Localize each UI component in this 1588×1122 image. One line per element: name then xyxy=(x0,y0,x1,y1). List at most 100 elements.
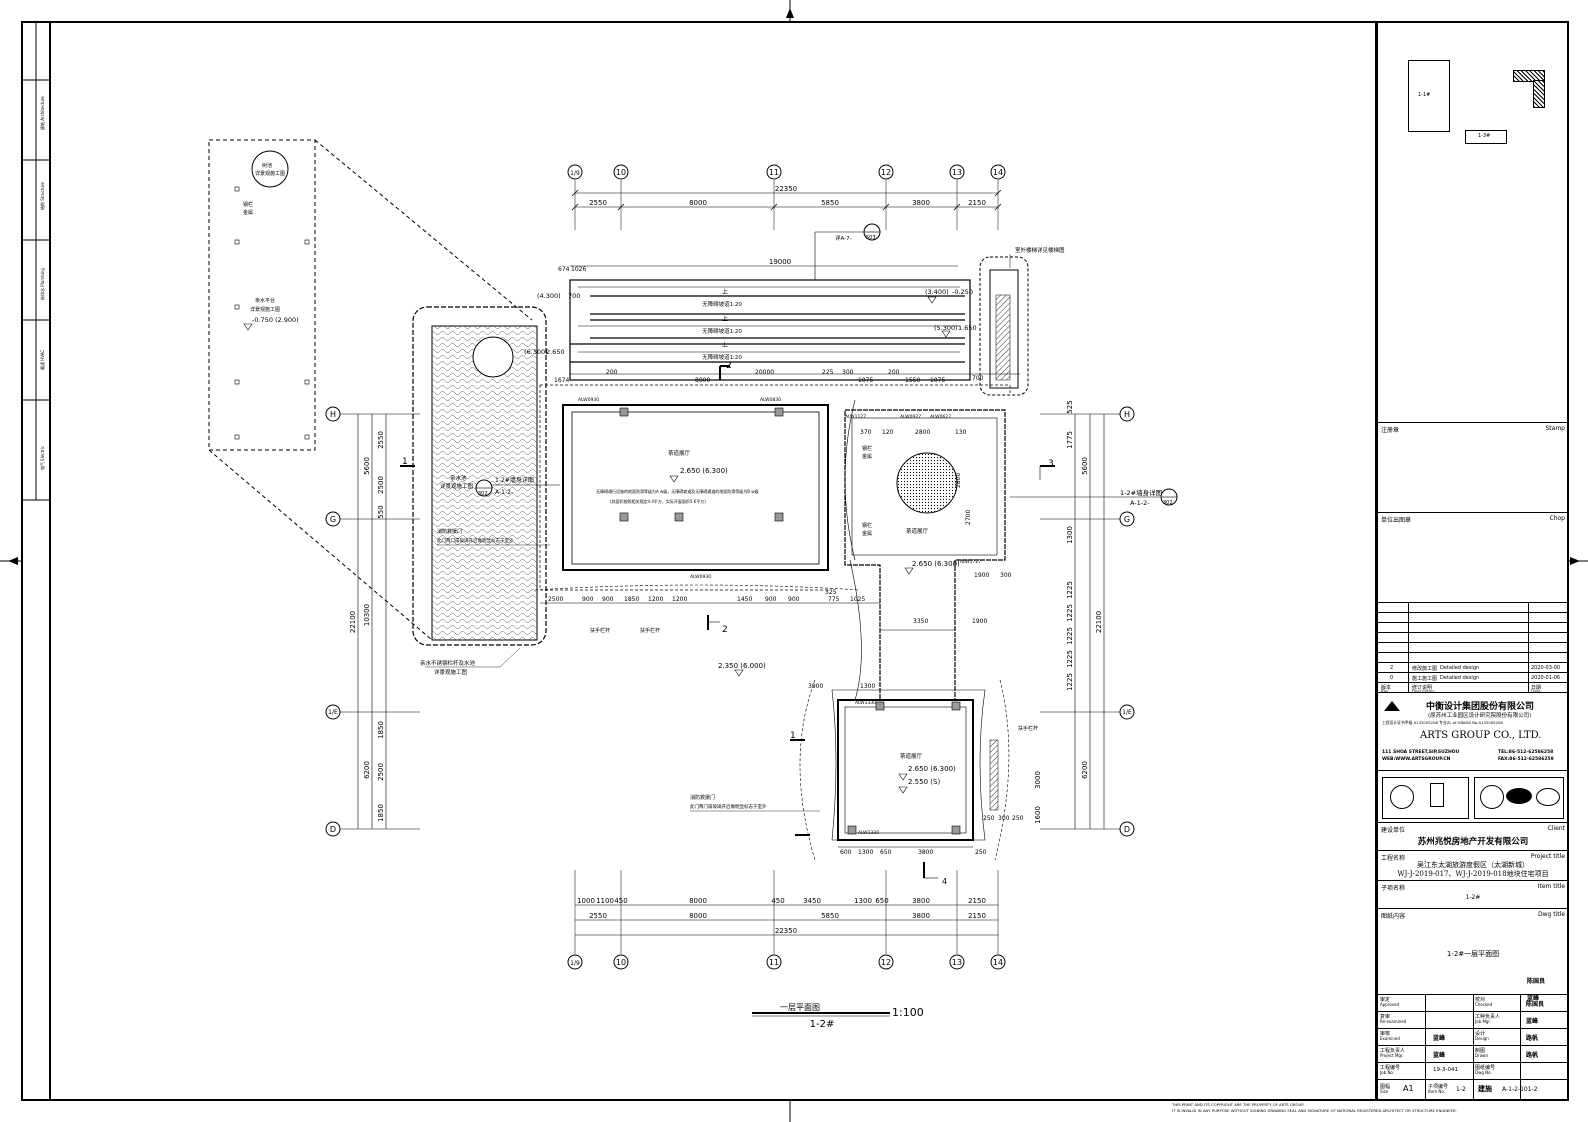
column-axes-top: 1/9 10 11 12 13 14 xyxy=(567,164,1006,180)
item-en: Item title xyxy=(1537,883,1565,890)
drawing-title-block: 一层平面图 1-2# 1:100 xyxy=(752,1003,924,1030)
project-row: 工程名称 Project title 吴江东太湖旅游度假区（太湖新城） WJ-J… xyxy=(1378,850,1568,880)
window-code-3: ALW0930 xyxy=(690,574,711,580)
inset-fence-b: 金属 xyxy=(243,209,253,216)
jobno: 19-3-041 xyxy=(1433,1067,1458,1073)
drawing-subtitle: 1-2# xyxy=(810,1019,835,1030)
left-dim-6: 1850 xyxy=(377,804,385,822)
inset-note-b: 详景观施工图 xyxy=(250,306,280,313)
b-dim-12: 1025 xyxy=(850,596,865,603)
rev-1-num: 2 xyxy=(1390,665,1394,671)
seal-icon-5 xyxy=(1536,788,1560,806)
strip-label-2: 结构 Structure xyxy=(39,182,45,210)
reexamined-en: Re-examined xyxy=(1380,1019,1407,1024)
axis-g-left: G xyxy=(330,515,336,524)
r3-dim-2: 1300 xyxy=(860,683,875,690)
section-cut-2-top: 2 xyxy=(726,361,732,371)
room-1-level: 2.650 (6.300) xyxy=(680,467,728,475)
bottom-dim2-5: 2150 xyxy=(968,912,986,920)
r3-dim-3: 600 xyxy=(840,849,852,856)
chop-en: Chop xyxy=(1549,515,1565,522)
r2-dim-3: 2800 xyxy=(915,429,930,436)
right-dim-12: 1600 xyxy=(1034,806,1042,824)
b-dim-8: 900 xyxy=(765,596,777,603)
reexamined-cn: 复审 xyxy=(1380,1014,1391,1020)
bottom-dim1-9: 3800 xyxy=(912,897,930,905)
dwgno-en: Dwg No. xyxy=(1475,1070,1492,1075)
ramp-label-3: 无障碍坡道1:20 xyxy=(702,353,742,361)
section-flag-2-bottom: 2 xyxy=(707,615,728,635)
door-note-2: 消防救援门 此门两门扇玻璃开启做明显标志于室外 xyxy=(690,794,820,812)
axis-11-bottom: 11 xyxy=(769,958,779,967)
sign-approved-extra: 陈国良 xyxy=(1527,978,1546,985)
seal-icon-3 xyxy=(1480,785,1504,809)
jobmgr-en: Job Mgr. xyxy=(1475,1019,1491,1024)
axis-d-left: D xyxy=(330,825,336,834)
rev-1-desc-en: Detailed design xyxy=(1440,665,1480,671)
dwgno-cn: 图纸编号 xyxy=(1475,1065,1496,1071)
sign-design: 路帆 xyxy=(1526,1035,1539,1042)
pool-bottom-note: 亲水不锈钢栏杆及水池 xyxy=(420,659,476,667)
top-total-dim: 22350 xyxy=(775,185,797,193)
dwg-title-row: 图纸内容 Dwg title 1-2#一层平面图 xyxy=(1378,908,1568,994)
dwg-number: A-1-2-101-2 xyxy=(1502,1086,1538,1093)
design-en: Design xyxy=(1475,1036,1489,1041)
pm-en: Project Mgr. xyxy=(1380,1053,1404,1058)
axis-14-top: 14 xyxy=(993,168,1003,177)
inset-note: 亲水平台 xyxy=(255,297,275,304)
cert-logos xyxy=(1378,770,1568,822)
right-dim-11: 3000 xyxy=(1034,771,1042,789)
axis-1-9-bottom: 1/9 xyxy=(570,960,580,967)
door-note-2b: 此门两门扇玻璃开启做明显标志于室外 xyxy=(690,803,767,810)
right-dim-2: 1775 xyxy=(1066,431,1074,449)
b-dim-11: 775 xyxy=(828,596,840,603)
section-ref-right: 1-2#墙身详图 A-1-2- 302 xyxy=(1010,488,1178,507)
stair-note: 室外楼梯详见楼梯图 xyxy=(1015,246,1065,254)
bottom-dim1-6: 3450 xyxy=(803,897,821,905)
sign-examined: 蓝峰 xyxy=(1433,1035,1446,1042)
r3-dim-9: 300 xyxy=(998,815,1010,822)
bottom-dim1-7: 1300 xyxy=(854,897,872,905)
left-dim-1: 2550 xyxy=(377,431,385,449)
jobno-cn: 工程编号 xyxy=(1380,1065,1401,1071)
room-3-level-b: 2.550 (S) xyxy=(908,778,940,786)
axis-14-bottom: 14 xyxy=(993,958,1003,967)
strip-label-4: 暖通 HVAC xyxy=(39,350,45,370)
company-name-former: (原苏州工业园区设计研究院股份有限公司) xyxy=(1428,713,1532,719)
bottom-dim1-3: 450 xyxy=(614,897,627,905)
b-dim-9: 900 xyxy=(788,596,800,603)
top-dimensions: 22350 2550 8000 5850 3800 2150 19000 xyxy=(570,185,1002,267)
company-fax: FAX:86-512-62586259 xyxy=(1498,757,1554,762)
inset-detail: 树池 详景观施工图 钢栏 金属 亲水平台 详景观施工图 -0.750 (2.90… xyxy=(208,139,533,641)
section-ref-left: 1-2#墙身详图 A-1-2- 302 xyxy=(475,476,560,497)
outdoor-stair: 室外楼梯详见楼梯图 xyxy=(979,246,1065,396)
room-1-note-b: (其面积按照相关规定4.4平方，实际开窗面积5.6平方) xyxy=(610,498,706,504)
project-label: 工程名称 xyxy=(1381,855,1406,862)
dim-misc-7: 20000 xyxy=(755,369,774,376)
item-row: 子项名称 Item title 1-2# xyxy=(1378,880,1568,908)
r2-dim-9: 3350 xyxy=(913,618,928,625)
project-title-2: WJ-J-2019-017、WJ-J-2019-018地块住宅项目 xyxy=(1397,870,1549,878)
company-logo-icon xyxy=(1384,701,1400,711)
r2-dim-7: 1900 xyxy=(974,572,989,579)
dim-misc-4: 200 xyxy=(888,369,900,376)
dim-misc-8: 225 xyxy=(822,369,834,376)
r2-dim-4: 130 xyxy=(955,429,967,436)
key-plan-label-2: 1-3# xyxy=(1478,133,1491,139)
b-dim-4: 1850 xyxy=(624,596,639,603)
bottom-dim1-4: 8000 xyxy=(689,897,707,905)
size: A1 xyxy=(1403,1084,1414,1093)
section-flag-1-top: 1 xyxy=(400,457,415,467)
cert-logo-left xyxy=(1382,777,1469,819)
bottom-dim1-2: 1100 xyxy=(596,897,614,905)
left-group-3: 6200 xyxy=(363,761,371,779)
window-code-8: ALW1330 xyxy=(855,700,876,706)
r2-dim-5: 2800 xyxy=(955,473,962,488)
r3-dim-10: 250 xyxy=(1012,815,1024,822)
left-dim-3: 550 xyxy=(377,505,385,518)
fence-label-3: 钢栏 xyxy=(862,445,872,452)
axis-12-top: 12 xyxy=(881,168,891,177)
axis-h-right: H xyxy=(1124,410,1130,419)
r3-dim-1: 3900 xyxy=(808,683,823,690)
rev-2-desc-en: Detailed design xyxy=(1440,675,1480,681)
